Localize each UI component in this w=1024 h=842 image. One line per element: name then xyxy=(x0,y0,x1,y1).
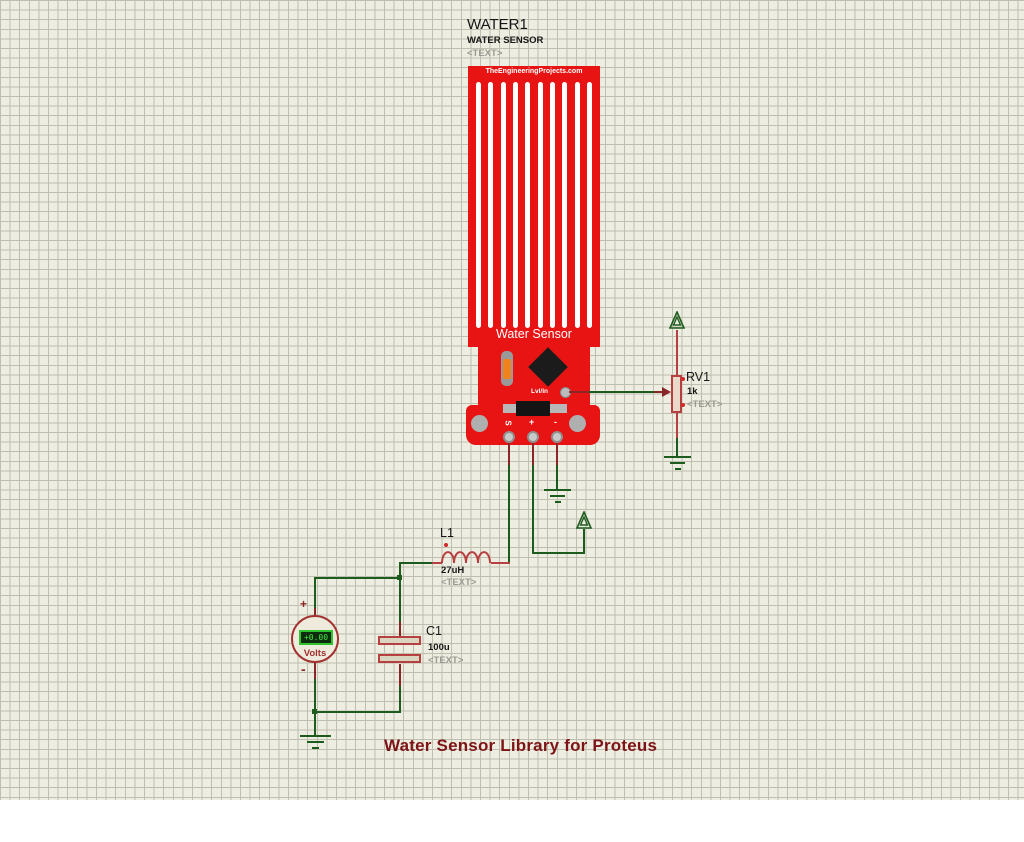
inductor-text-placeholder: <TEXT> xyxy=(441,577,477,588)
pot-body[interactable] xyxy=(671,375,682,413)
pin-stub xyxy=(532,443,534,465)
pin-stub xyxy=(508,443,510,465)
sensor-board-waist[interactable] xyxy=(478,345,590,407)
sheet-title: Water Sensor Library for Proteus xyxy=(384,736,658,755)
pin-marker xyxy=(681,403,685,407)
sensor-trace-group xyxy=(468,82,600,328)
ground-icon xyxy=(550,495,565,497)
sensor-trace xyxy=(488,82,494,328)
pin-stub xyxy=(314,608,316,618)
pot-ref: RV1 xyxy=(686,370,711,384)
sensor-pad-signal[interactable] xyxy=(503,431,515,443)
wire xyxy=(491,562,510,564)
ground-icon xyxy=(670,462,685,464)
sensor-chip-label: Lvl/In xyxy=(531,388,548,395)
sensor-pad-plus[interactable] xyxy=(527,431,539,443)
canvas-margin xyxy=(0,800,1024,842)
wire[interactable] xyxy=(508,465,510,563)
capacitor-ref: C1 xyxy=(426,624,442,638)
junction-dot xyxy=(312,709,317,714)
power-terminal[interactable] xyxy=(575,510,593,536)
sensor-mount-hole xyxy=(569,415,586,432)
capacitor-plate[interactable] xyxy=(378,636,421,645)
voltmeter-plus-mark: + xyxy=(300,597,308,611)
wire[interactable] xyxy=(589,391,656,393)
sensor-trace xyxy=(574,82,580,328)
voltmeter-unit-label: Volts xyxy=(303,648,327,659)
ground-icon xyxy=(312,747,319,749)
wire[interactable] xyxy=(314,713,316,736)
wire[interactable] xyxy=(532,552,585,554)
pin-stub xyxy=(399,622,401,637)
wire[interactable] xyxy=(532,465,534,554)
pin-stub xyxy=(314,661,316,679)
sensor-pad-label-plus: + xyxy=(529,417,535,427)
schematic-grid: WATER1 WATER SENSOR <TEXT> TheEngineerin… xyxy=(0,0,1024,800)
voltmeter-body[interactable]: +0.00 Volts xyxy=(291,615,339,663)
wire xyxy=(432,562,442,564)
wire[interactable] xyxy=(314,679,316,713)
sensor-pad-minus[interactable] xyxy=(551,431,563,443)
water-sensor-part-label: WATER SENSOR xyxy=(467,35,544,46)
sensor-led-lens xyxy=(503,359,511,379)
capacitor-plate[interactable] xyxy=(378,654,421,663)
junction-dot xyxy=(397,575,402,580)
inductor-value: 27uH xyxy=(441,565,465,576)
pot-text-placeholder: <TEXT> xyxy=(687,399,723,410)
sensor-trace xyxy=(562,82,568,328)
water-sensor-text-placeholder: <TEXT> xyxy=(467,48,503,59)
sensor-mount-hole xyxy=(471,415,488,432)
wire[interactable] xyxy=(676,413,678,438)
capacitor-value: 100u xyxy=(428,642,450,653)
sensor-trace xyxy=(549,82,555,328)
ground-icon xyxy=(675,468,681,470)
sensor-trace xyxy=(512,82,518,328)
ground-icon xyxy=(544,489,571,491)
sensor-board-label: Water Sensor xyxy=(496,327,572,341)
sensor-trace xyxy=(476,82,481,328)
wire[interactable] xyxy=(314,711,401,713)
power-arrow-icon xyxy=(575,510,593,529)
pot-wiper-arrow xyxy=(662,387,671,397)
pot-wiper-wire xyxy=(654,391,664,393)
pin-stub xyxy=(556,443,558,465)
wire[interactable] xyxy=(676,330,678,375)
sensor-pad-label-minus: - xyxy=(554,417,557,427)
wire[interactable] xyxy=(399,562,401,579)
pin-stub xyxy=(399,664,401,686)
sensor-led xyxy=(501,351,513,386)
inductor-coil[interactable] xyxy=(441,551,491,569)
pin-marker xyxy=(681,377,685,381)
wire[interactable] xyxy=(676,438,678,457)
wire[interactable] xyxy=(400,562,433,564)
ground-icon xyxy=(300,735,331,737)
ground-icon xyxy=(664,456,691,458)
pot-value: 1k xyxy=(687,386,698,397)
voltmeter-minus-mark: - xyxy=(301,661,306,677)
wire[interactable] xyxy=(583,529,585,554)
water-sensor-ref: WATER1 xyxy=(467,16,528,33)
wire[interactable] xyxy=(314,578,316,608)
ground-icon xyxy=(555,501,561,503)
pin-marker xyxy=(444,543,448,547)
wire[interactable] xyxy=(399,686,401,713)
sensor-trace xyxy=(586,82,592,328)
voltmeter-display: +0.00 xyxy=(299,630,333,645)
power-terminal[interactable] xyxy=(668,310,686,336)
wire[interactable] xyxy=(556,465,558,490)
power-arrow-icon xyxy=(668,310,686,329)
sensor-resistor-body xyxy=(516,401,550,416)
sensor-board-header-text: TheEngineeringProjects.com xyxy=(485,68,583,75)
sensor-trace xyxy=(500,82,506,328)
wire[interactable] xyxy=(569,391,589,393)
voltmeter-reading: +0.00 xyxy=(303,632,329,642)
inductor-ref: L1 xyxy=(440,526,454,540)
wire[interactable] xyxy=(314,577,401,579)
sensor-trace xyxy=(525,82,531,328)
ground-icon xyxy=(307,741,324,743)
wire[interactable] xyxy=(399,578,401,622)
capacitor-text-placeholder: <TEXT> xyxy=(428,655,464,666)
sensor-pad-label-signal: S xyxy=(503,420,513,426)
sensor-trace xyxy=(537,82,543,328)
